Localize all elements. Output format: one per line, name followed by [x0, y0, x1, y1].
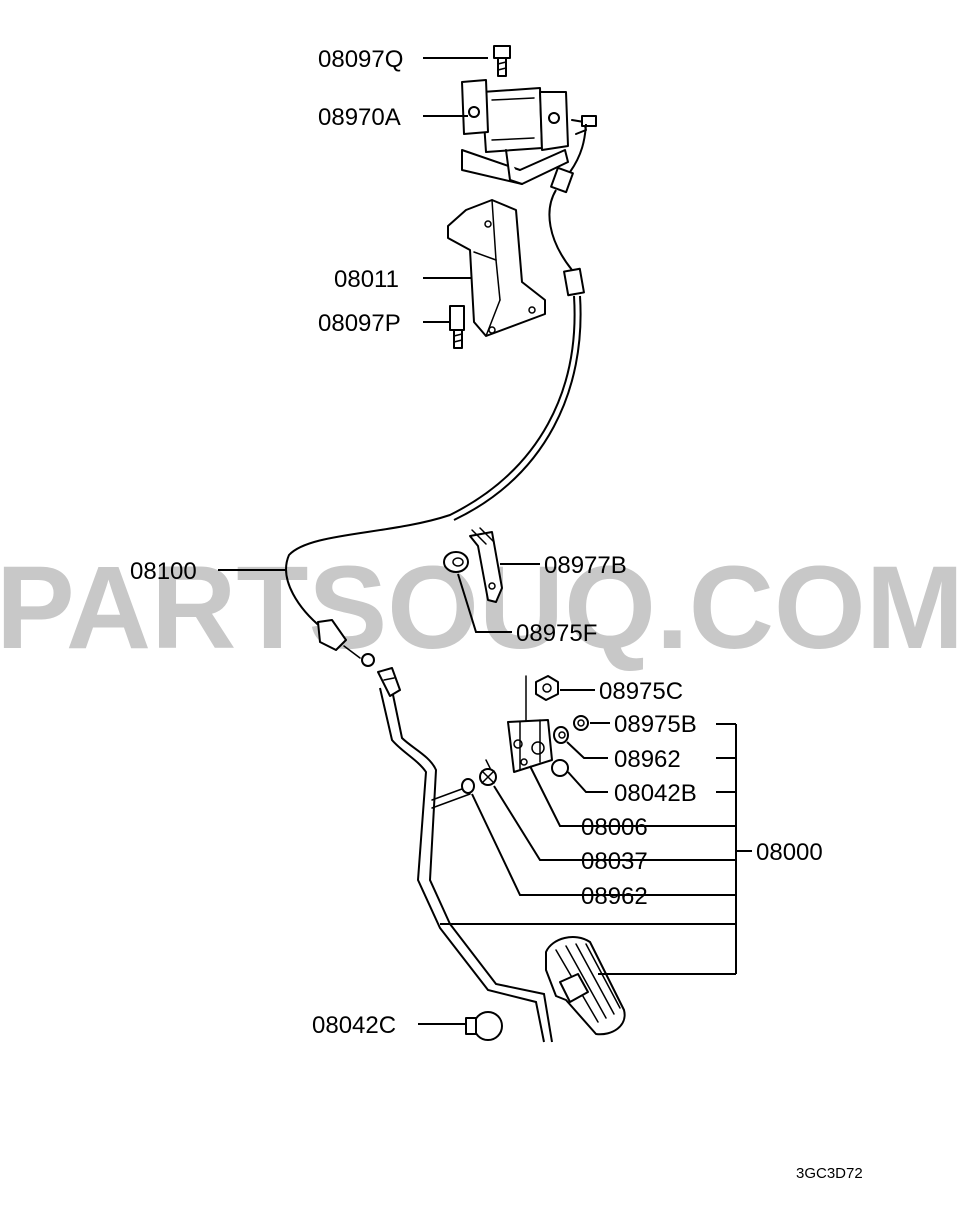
bolt-08097P-drawing: [449, 305, 465, 349]
pedal-arm-drawing: [377, 667, 553, 1043]
part-label-08097P[interactable]: 08097P: [318, 310, 401, 337]
part-label-08977B[interactable]: 08977B: [544, 552, 627, 579]
pedal-pad-drawing: [545, 936, 626, 1036]
cable-08100-drawing: [285, 123, 587, 667]
part-label-08100[interactable]: 08100: [130, 558, 197, 585]
part-label-08962-lower[interactable]: 08962: [581, 883, 648, 910]
actuator-08970A-drawing: [461, 79, 597, 185]
part-label-08975F[interactable]: 08975F: [516, 620, 597, 647]
leader-lines: [218, 57, 752, 1025]
washer-08975B-drawing: [573, 715, 589, 731]
spring-08037-drawing: [479, 759, 497, 786]
nut-08975C-drawing: [535, 675, 559, 701]
plate-08977B-drawing: [469, 527, 503, 603]
part-label-08962-upper[interactable]: 08962: [614, 746, 681, 773]
watermark-text: PARTSOUQ.COM: [0, 542, 960, 674]
part-label-08097Q[interactable]: 08097Q: [318, 46, 403, 73]
part-label-08042B[interactable]: 08042B: [614, 780, 697, 807]
part-label-08011[interactable]: 08011: [334, 266, 399, 293]
part-label-08037[interactable]: 08037: [581, 848, 648, 875]
part-label-08975C[interactable]: 08975C: [599, 678, 683, 705]
part-label-08970A[interactable]: 08970A: [318, 104, 401, 131]
part-label-08006[interactable]: 08006: [581, 814, 648, 841]
grommet-08975F-drawing: [443, 551, 469, 573]
stopper-08042B-drawing: [551, 759, 569, 777]
part-label-08000[interactable]: 08000: [756, 839, 823, 866]
washer-08962-lower-drawing: [461, 778, 475, 794]
bolt-08097Q-drawing: [493, 45, 511, 77]
pivot-bracket-08006-drawing: [507, 675, 553, 773]
part-label-08042C[interactable]: 08042C: [312, 1012, 396, 1039]
stopper-08042C-drawing: [465, 1011, 503, 1041]
washer-08962-upper-drawing: [553, 726, 569, 744]
bracket-08011-drawing: [447, 199, 546, 337]
diagram-code: 3GC3D72: [796, 1165, 863, 1182]
part-label-08975B[interactable]: 08975B: [614, 711, 697, 738]
